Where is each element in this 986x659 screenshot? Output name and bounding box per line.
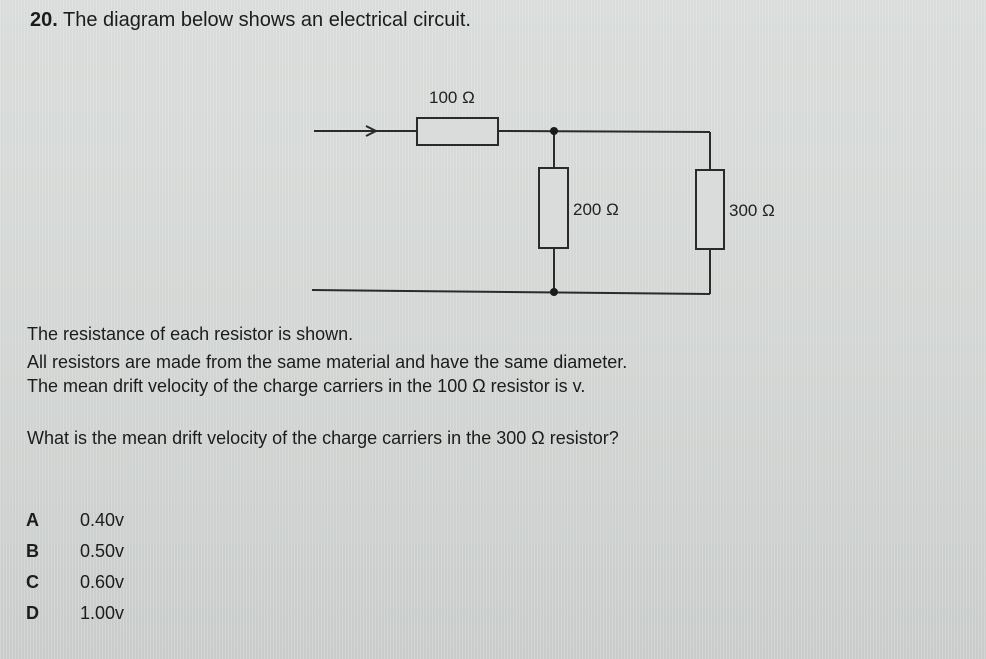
option-letter: D [26,603,39,623]
resistor-100-label: 100 Ω [429,88,475,107]
top-wire [497,130,711,133]
junction-dot [550,288,558,296]
question-header: 20. The diagram below shows an electrica… [30,9,471,32]
option-letter: A [26,510,39,530]
bottom-wire [311,289,711,295]
question-number: 20. [30,9,58,31]
resistor-200 [538,167,569,249]
option-c[interactable]: C 0.60v [26,567,124,598]
option-letter: C [26,572,39,592]
option-b[interactable]: B 0.50v [26,536,124,567]
option-value: 1.00v [80,603,125,623]
body-text-line-2: All resistors are made from the same mat… [27,352,628,372]
body-text-line-1: The resistance of each resistor is shown… [27,324,354,344]
body-text-line-3: The mean drift velocity of the charge ca… [27,376,586,396]
resistor-300 [695,169,725,250]
option-value: 0.40v [80,510,125,530]
option-a[interactable]: A 0.40v [26,505,124,536]
resistor-100 [416,117,499,146]
question-intro: The diagram below shows an electrical ci… [63,9,471,31]
question-prompt: What is the mean drift velocity of the c… [27,428,619,448]
option-value: 0.50v [80,541,125,561]
answer-options: A 0.40v B 0.50v C 0.60v D 1.00v [26,505,124,629]
option-value: 0.60v [80,572,125,592]
resistor-200-label: 200 Ω [573,200,619,219]
resistor-300-label: 300 Ω [729,201,775,220]
option-letter: B [26,541,39,561]
junction-dot [550,127,558,135]
right-arrow-icon [365,125,379,137]
option-d[interactable]: D 1.00v [26,598,124,629]
